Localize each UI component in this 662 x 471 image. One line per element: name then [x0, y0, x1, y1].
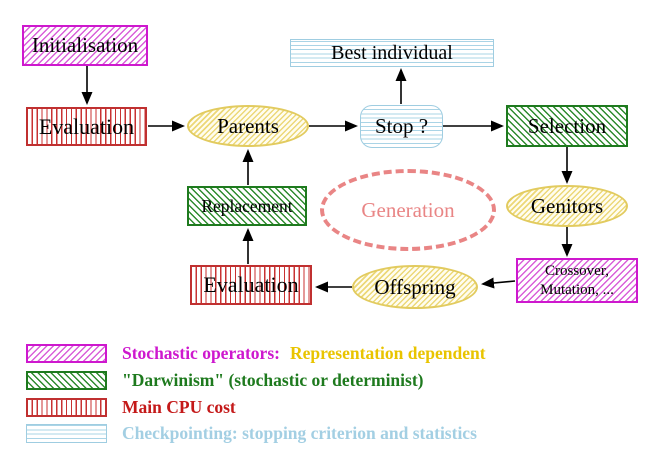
- legend-item-stochastic-operators: Stochastic operators: Representation dep…: [26, 343, 486, 363]
- node-genitors: Genitors: [506, 185, 628, 227]
- legend-item-main-cpu-cost: Main CPU cost: [26, 397, 236, 417]
- node-evaluation-bottom: Evaluation: [190, 265, 312, 305]
- node-offspring-label: Offspring: [374, 274, 456, 299]
- node-replacement: Replacement: [187, 186, 307, 226]
- node-initialisation: Initialisation: [22, 25, 148, 66]
- legend-swatch-red-lines: [26, 398, 107, 417]
- node-crossover-label-line1: Crossover,: [545, 262, 609, 279]
- node-offspring: Offspring: [352, 265, 478, 309]
- node-best-individual-label: Best individual: [331, 41, 453, 64]
- legend-swatch-magenta-hatch: [26, 344, 107, 363]
- node-generation: Generation: [320, 169, 496, 251]
- node-generation-label: Generation: [361, 197, 455, 222]
- node-selection: Selection: [506, 105, 628, 147]
- node-stop-label: Stop ?: [374, 114, 429, 138]
- legend-label-main-cpu-cost: Main CPU cost: [122, 397, 236, 417]
- node-crossover-mutation: Crossover, Mutation, ...: [516, 258, 638, 303]
- legend-swatch-cyan-lines: [26, 424, 107, 443]
- node-selection-label: Selection: [527, 113, 607, 138]
- legend-item-checkpointing: Checkpointing: stopping criterion and st…: [26, 423, 477, 443]
- node-initialisation-label: Initialisation: [31, 33, 139, 57]
- arrow-crossover-to-offspring: [481, 277, 516, 289]
- legend-label-darwinism: "Darwinism" (stochastic or determinist): [122, 370, 424, 390]
- legend-swatch-green-hatch: [26, 371, 107, 390]
- node-parents-label: Parents: [217, 113, 279, 138]
- node-parents: Parents: [187, 105, 309, 147]
- node-evaluation-top-label: Evaluation: [38, 113, 135, 139]
- legend-label-representation-dependent: Representation dependent: [289, 343, 486, 363]
- legend-label-stochastic-operators: Stochastic operators:: [122, 343, 280, 363]
- node-stop: Stop ?: [360, 105, 443, 148]
- node-evaluation-top: Evaluation: [26, 107, 147, 146]
- node-crossover-label-line2: Mutation, ...: [540, 281, 614, 298]
- node-genitors-label: Genitors: [530, 193, 604, 218]
- legend-label-checkpointing: Checkpointing: stopping criterion and st…: [122, 423, 477, 443]
- node-evaluation-bottom-label: Evaluation: [203, 272, 299, 297]
- legend-item-darwinism: "Darwinism" (stochastic or determinist): [26, 370, 424, 390]
- node-best-individual: Best individual: [290, 39, 494, 67]
- node-replacement-label: Replacement: [201, 195, 293, 216]
